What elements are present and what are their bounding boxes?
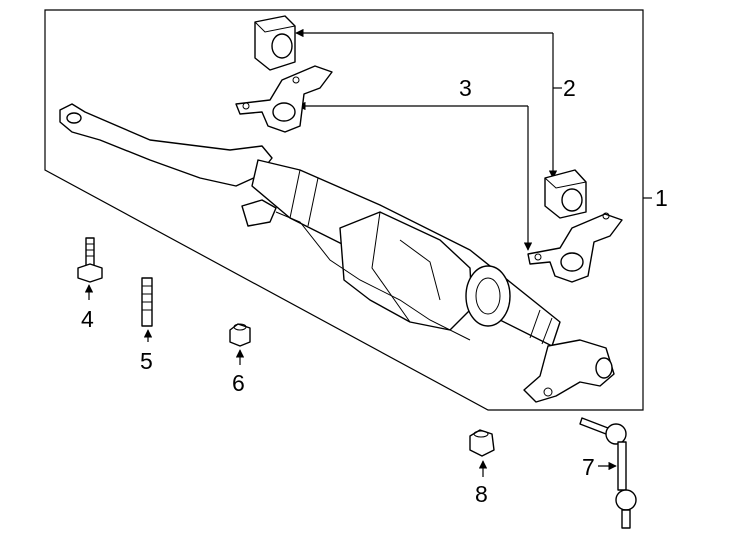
bracket-upper-icon: [235, 65, 333, 133]
bushing-lower-icon: [544, 169, 587, 219]
lead-lines: [84, 28, 652, 477]
nut-icon: [229, 323, 251, 347]
stud-icon: [141, 277, 153, 327]
callout-7: 7: [582, 454, 595, 480]
bracket-lower-icon: [527, 212, 623, 283]
stabilizer-link-icon: [579, 417, 637, 529]
callout-6: 6: [232, 370, 245, 396]
callout-4: 4: [81, 306, 94, 332]
callout-8: 8: [475, 481, 488, 507]
nut-lower-icon: [469, 429, 495, 457]
callout-1: 1: [655, 185, 668, 211]
bushing-upper-icon: [254, 15, 296, 71]
callout-2: 2: [563, 75, 576, 101]
bolt-icon: [77, 237, 103, 283]
callout-3: 3: [459, 75, 472, 101]
assembly-boundary: [44, 9, 644, 411]
stabilizer-bar-icon: [59, 103, 615, 403]
callout-5: 5: [140, 348, 153, 374]
